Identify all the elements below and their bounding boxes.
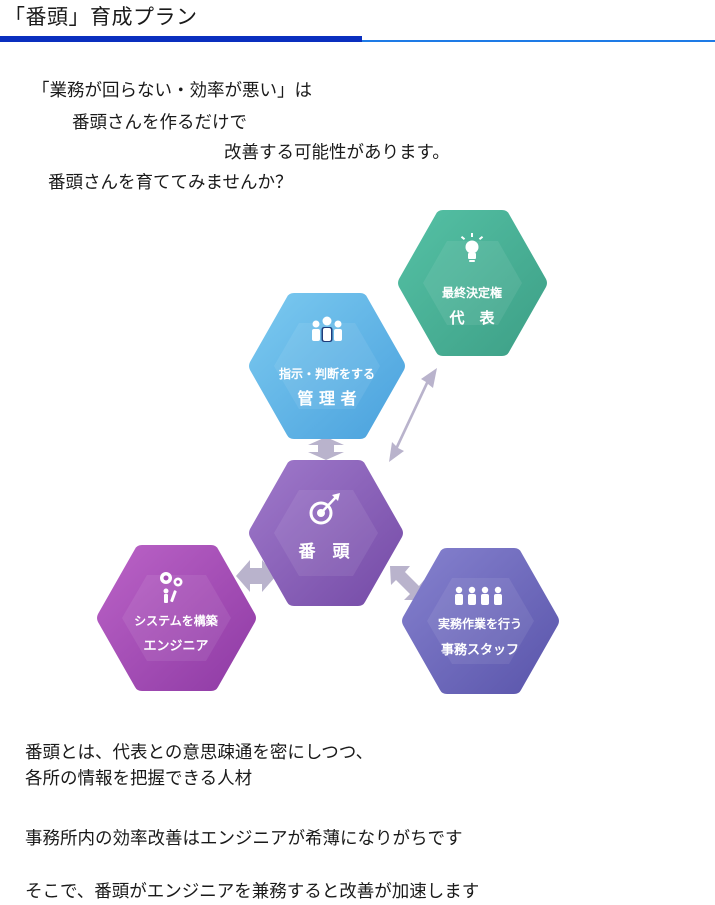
intro-line-1: 「業務が回らない・効率が悪い」は — [32, 81, 312, 101]
connector-engineer-banto — [236, 560, 276, 592]
body-line-4: そこで、番頭がエンジニアを兼務すると改善が加速します — [25, 882, 480, 902]
connector-ceo-banto — [389, 368, 437, 462]
intro-line-4: 番頭さんを育ててみませんか？ — [48, 173, 293, 193]
engineer-caption: システムを構築 — [134, 613, 219, 628]
staff-caption: 実務作業を行う — [438, 616, 522, 631]
hex-manager: 指示・判断をする 管 理 者 — [249, 293, 405, 439]
engineer-label: エンジニア — [143, 639, 208, 654]
staff-icon — [455, 586, 502, 605]
hex-engineer: システムを構築 エンジニア — [97, 545, 256, 691]
people-icon — [312, 316, 342, 342]
connector-staff-banto — [390, 566, 424, 600]
intro-line-3: 改善する可能性があります。 — [224, 143, 450, 163]
page-title: 「番頭」育成プラン — [4, 5, 198, 29]
lightbulb-icon — [460, 233, 484, 262]
gears-icon — [160, 572, 183, 603]
intro-line-2: 番頭さんを作るだけで — [72, 113, 247, 133]
banto-label: 番 頭 — [298, 542, 351, 562]
title-underline-thick — [0, 36, 362, 42]
hex-banto: 番 頭 — [249, 460, 403, 606]
staff-label: 事務スタッフ — [441, 642, 519, 658]
ceo-caption: 最終決定権 — [442, 285, 502, 300]
connector-manager-banto — [308, 437, 344, 460]
target-icon — [309, 493, 340, 525]
ceo-label: 代 表 — [448, 309, 495, 327]
hex-ceo: 最終決定権 代 表 — [398, 210, 547, 356]
manager-label: 管 理 者 — [297, 389, 356, 408]
hex-staff: 実務作業を行う 事務スタッフ — [402, 548, 559, 694]
body-line-3: 事務所内の効率改善はエンジニアが希薄になりがちです — [25, 829, 463, 849]
body-line-1: 番頭とは、代表との意思疎通を密にしつつ、 — [25, 743, 374, 763]
body-line-2: 各所の情報を把握できる人材 — [25, 769, 253, 789]
manager-caption: 指示・判断をする — [279, 366, 375, 381]
